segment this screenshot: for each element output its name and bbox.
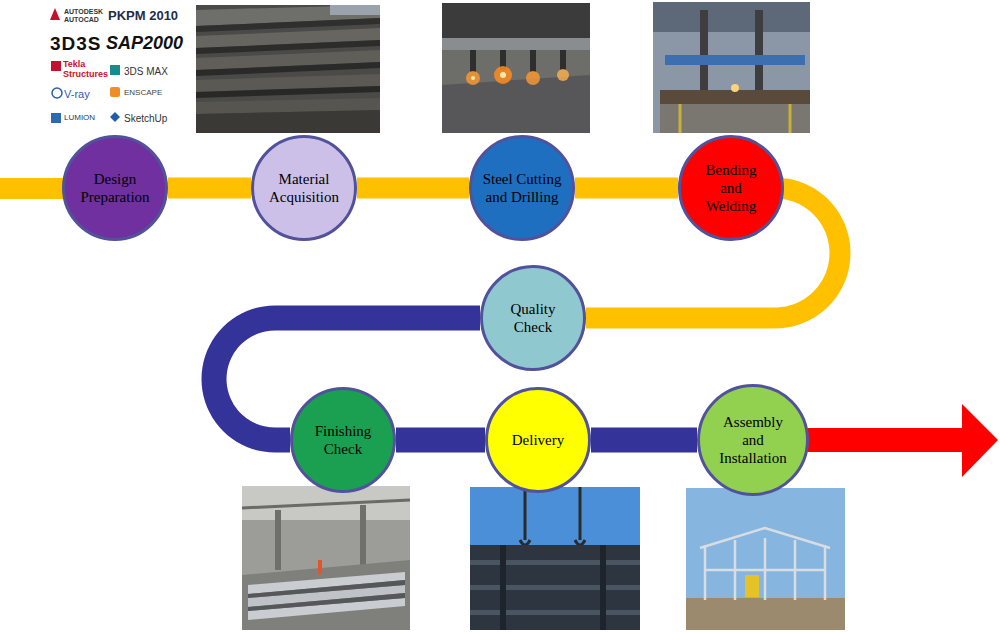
software-name: Tekla Structures xyxy=(63,60,113,80)
steel-plates-photo xyxy=(196,5,380,133)
welding-photo xyxy=(653,2,810,133)
step-label: Steel Cutting and Drilling xyxy=(482,170,562,206)
process-circle: Bending and Welding xyxy=(678,135,784,241)
software-name: ENSCAPE xyxy=(124,89,162,98)
circle-outline xyxy=(251,135,357,241)
installation-photo xyxy=(686,488,845,630)
step-label: Delivery xyxy=(512,431,564,449)
process-circle: Material Acquisition xyxy=(251,135,357,241)
software-name: 3DS MAX xyxy=(124,66,168,77)
circle-outline xyxy=(62,135,168,241)
software-name: V-ray xyxy=(64,88,90,100)
step-label: Finishing Check xyxy=(306,422,381,458)
circle-outline xyxy=(469,135,575,241)
software-logos xyxy=(45,4,185,130)
circle-shape xyxy=(487,389,590,492)
software-name: SketchUp xyxy=(124,113,167,124)
flow-band xyxy=(396,428,485,453)
circle-shape xyxy=(64,137,167,240)
cutting-photo xyxy=(442,3,590,133)
circle-outline xyxy=(290,387,396,493)
circle-shape xyxy=(680,137,783,240)
delivery-photo xyxy=(470,487,640,630)
flow-band xyxy=(168,178,251,199)
process-circle: Steel Cutting and Drilling xyxy=(469,135,575,241)
circle-shape xyxy=(471,137,574,240)
circle-shape xyxy=(482,267,585,370)
flow-arrow-head xyxy=(962,404,998,477)
step-label: Design Preparation xyxy=(75,170,155,206)
software-name: LUMION xyxy=(64,114,95,123)
circle-outline xyxy=(480,265,586,371)
process-circle: Design Preparation xyxy=(62,135,168,241)
process-circle: Finishing Check xyxy=(290,387,396,493)
flow-band xyxy=(591,428,697,453)
flow-band xyxy=(575,178,678,199)
software-name: SAP2000 xyxy=(106,34,183,54)
step-label: Bending and Welding xyxy=(701,161,761,215)
flow-band xyxy=(357,178,469,199)
circle-shape xyxy=(253,137,356,240)
circle-shape xyxy=(292,389,395,492)
flow-arrow xyxy=(790,428,965,452)
step-label: Quality Check xyxy=(498,300,568,336)
step-label: Material Acquisition xyxy=(267,170,342,206)
step-label: Assembly and Installation xyxy=(711,413,796,467)
software-name: PKPM 2010 xyxy=(108,9,178,23)
process-circle: Quality Check xyxy=(480,265,586,371)
process-circle: Delivery xyxy=(485,387,591,493)
software-name: 3D3S xyxy=(50,34,102,55)
workshop-photo xyxy=(242,486,410,630)
circle-shape xyxy=(699,386,808,495)
process-circle: Assembly and Installation xyxy=(697,384,809,496)
software-name: AUTODESK AUTOCAD xyxy=(64,8,106,23)
